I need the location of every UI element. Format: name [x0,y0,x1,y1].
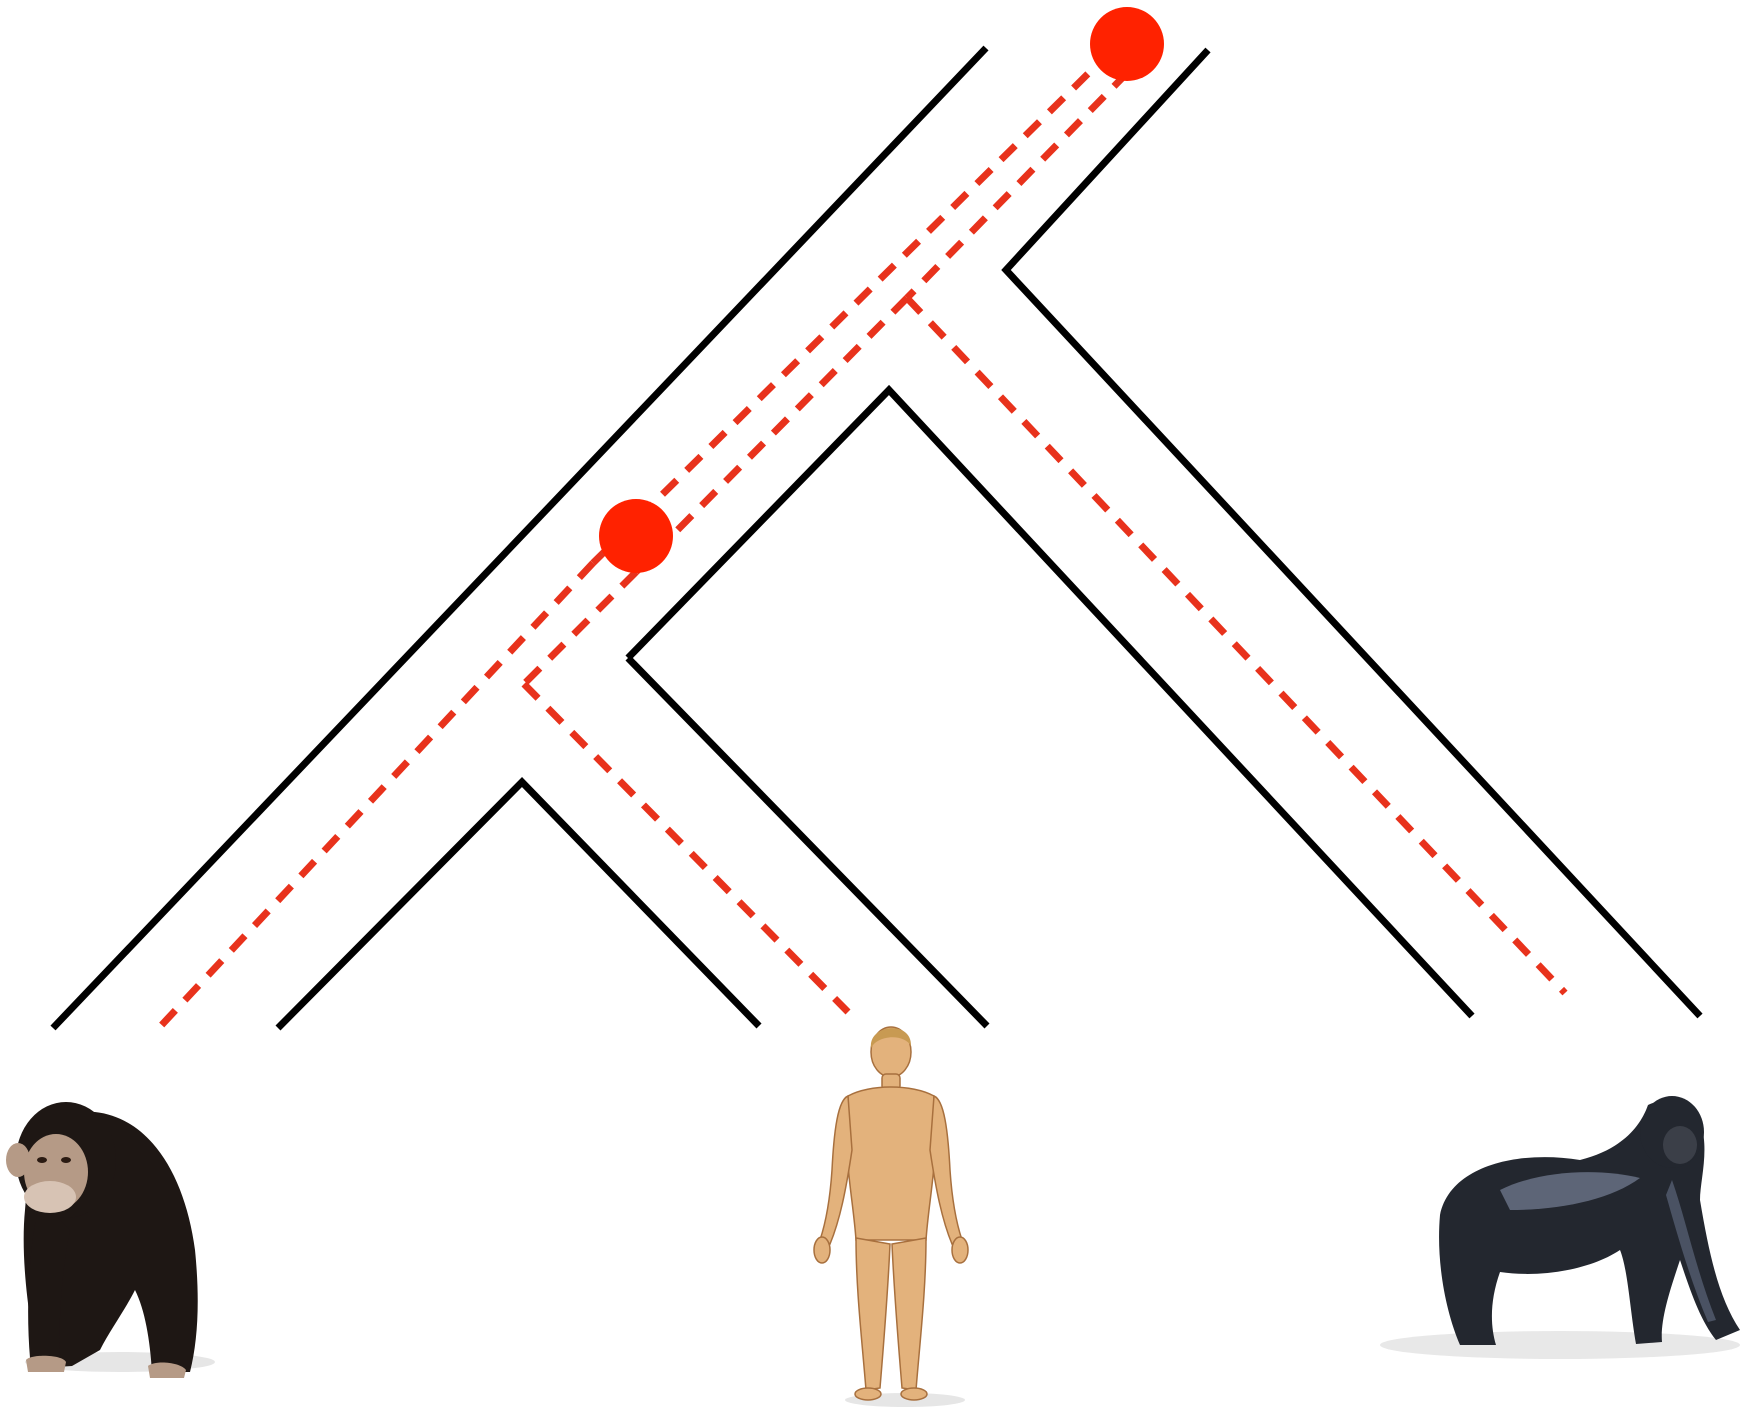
chimp-muzzle [24,1181,76,1213]
gene-line-to-gorilla [907,298,1565,993]
event-markers [599,7,1164,573]
tree-outer-right-edge [1006,50,1700,1016]
human-torso [846,1087,936,1240]
gene-line-inner-mid [636,298,907,572]
gorilla-icon [1380,1096,1740,1359]
gene-tree-lines [157,50,1565,1030]
chimp-hand [26,1356,66,1372]
human-icon [814,1027,968,1407]
chimp-eye-left [37,1157,47,1163]
human-hand-left [814,1237,830,1263]
human-foot-right [901,1388,927,1400]
gorilla-face [1663,1126,1697,1164]
gene-line-inner-lower [524,572,636,684]
event-marker-top [1090,7,1164,81]
gene-line-inner-upper [907,72,1128,298]
species-tree-outline [53,48,1700,1028]
human-leg-right [892,1238,926,1390]
human-arm-right [930,1096,962,1244]
human-arm-left [820,1096,852,1244]
chimp-ear [6,1143,30,1177]
gene-line-outer-lower [157,563,593,1030]
event-marker-middle [599,499,673,573]
human-hand-right [952,1237,968,1263]
gene-line-outer-upper [593,50,1112,563]
gorilla-shadow [1380,1331,1740,1359]
chimpanzee-icon [6,1102,215,1378]
human-foot-left [855,1388,881,1400]
tree-inner-gorilla-edge [628,390,1472,1016]
gene-line-to-human [524,684,848,1012]
human-leg-left [856,1238,890,1390]
chimp-eye-right [61,1157,71,1163]
